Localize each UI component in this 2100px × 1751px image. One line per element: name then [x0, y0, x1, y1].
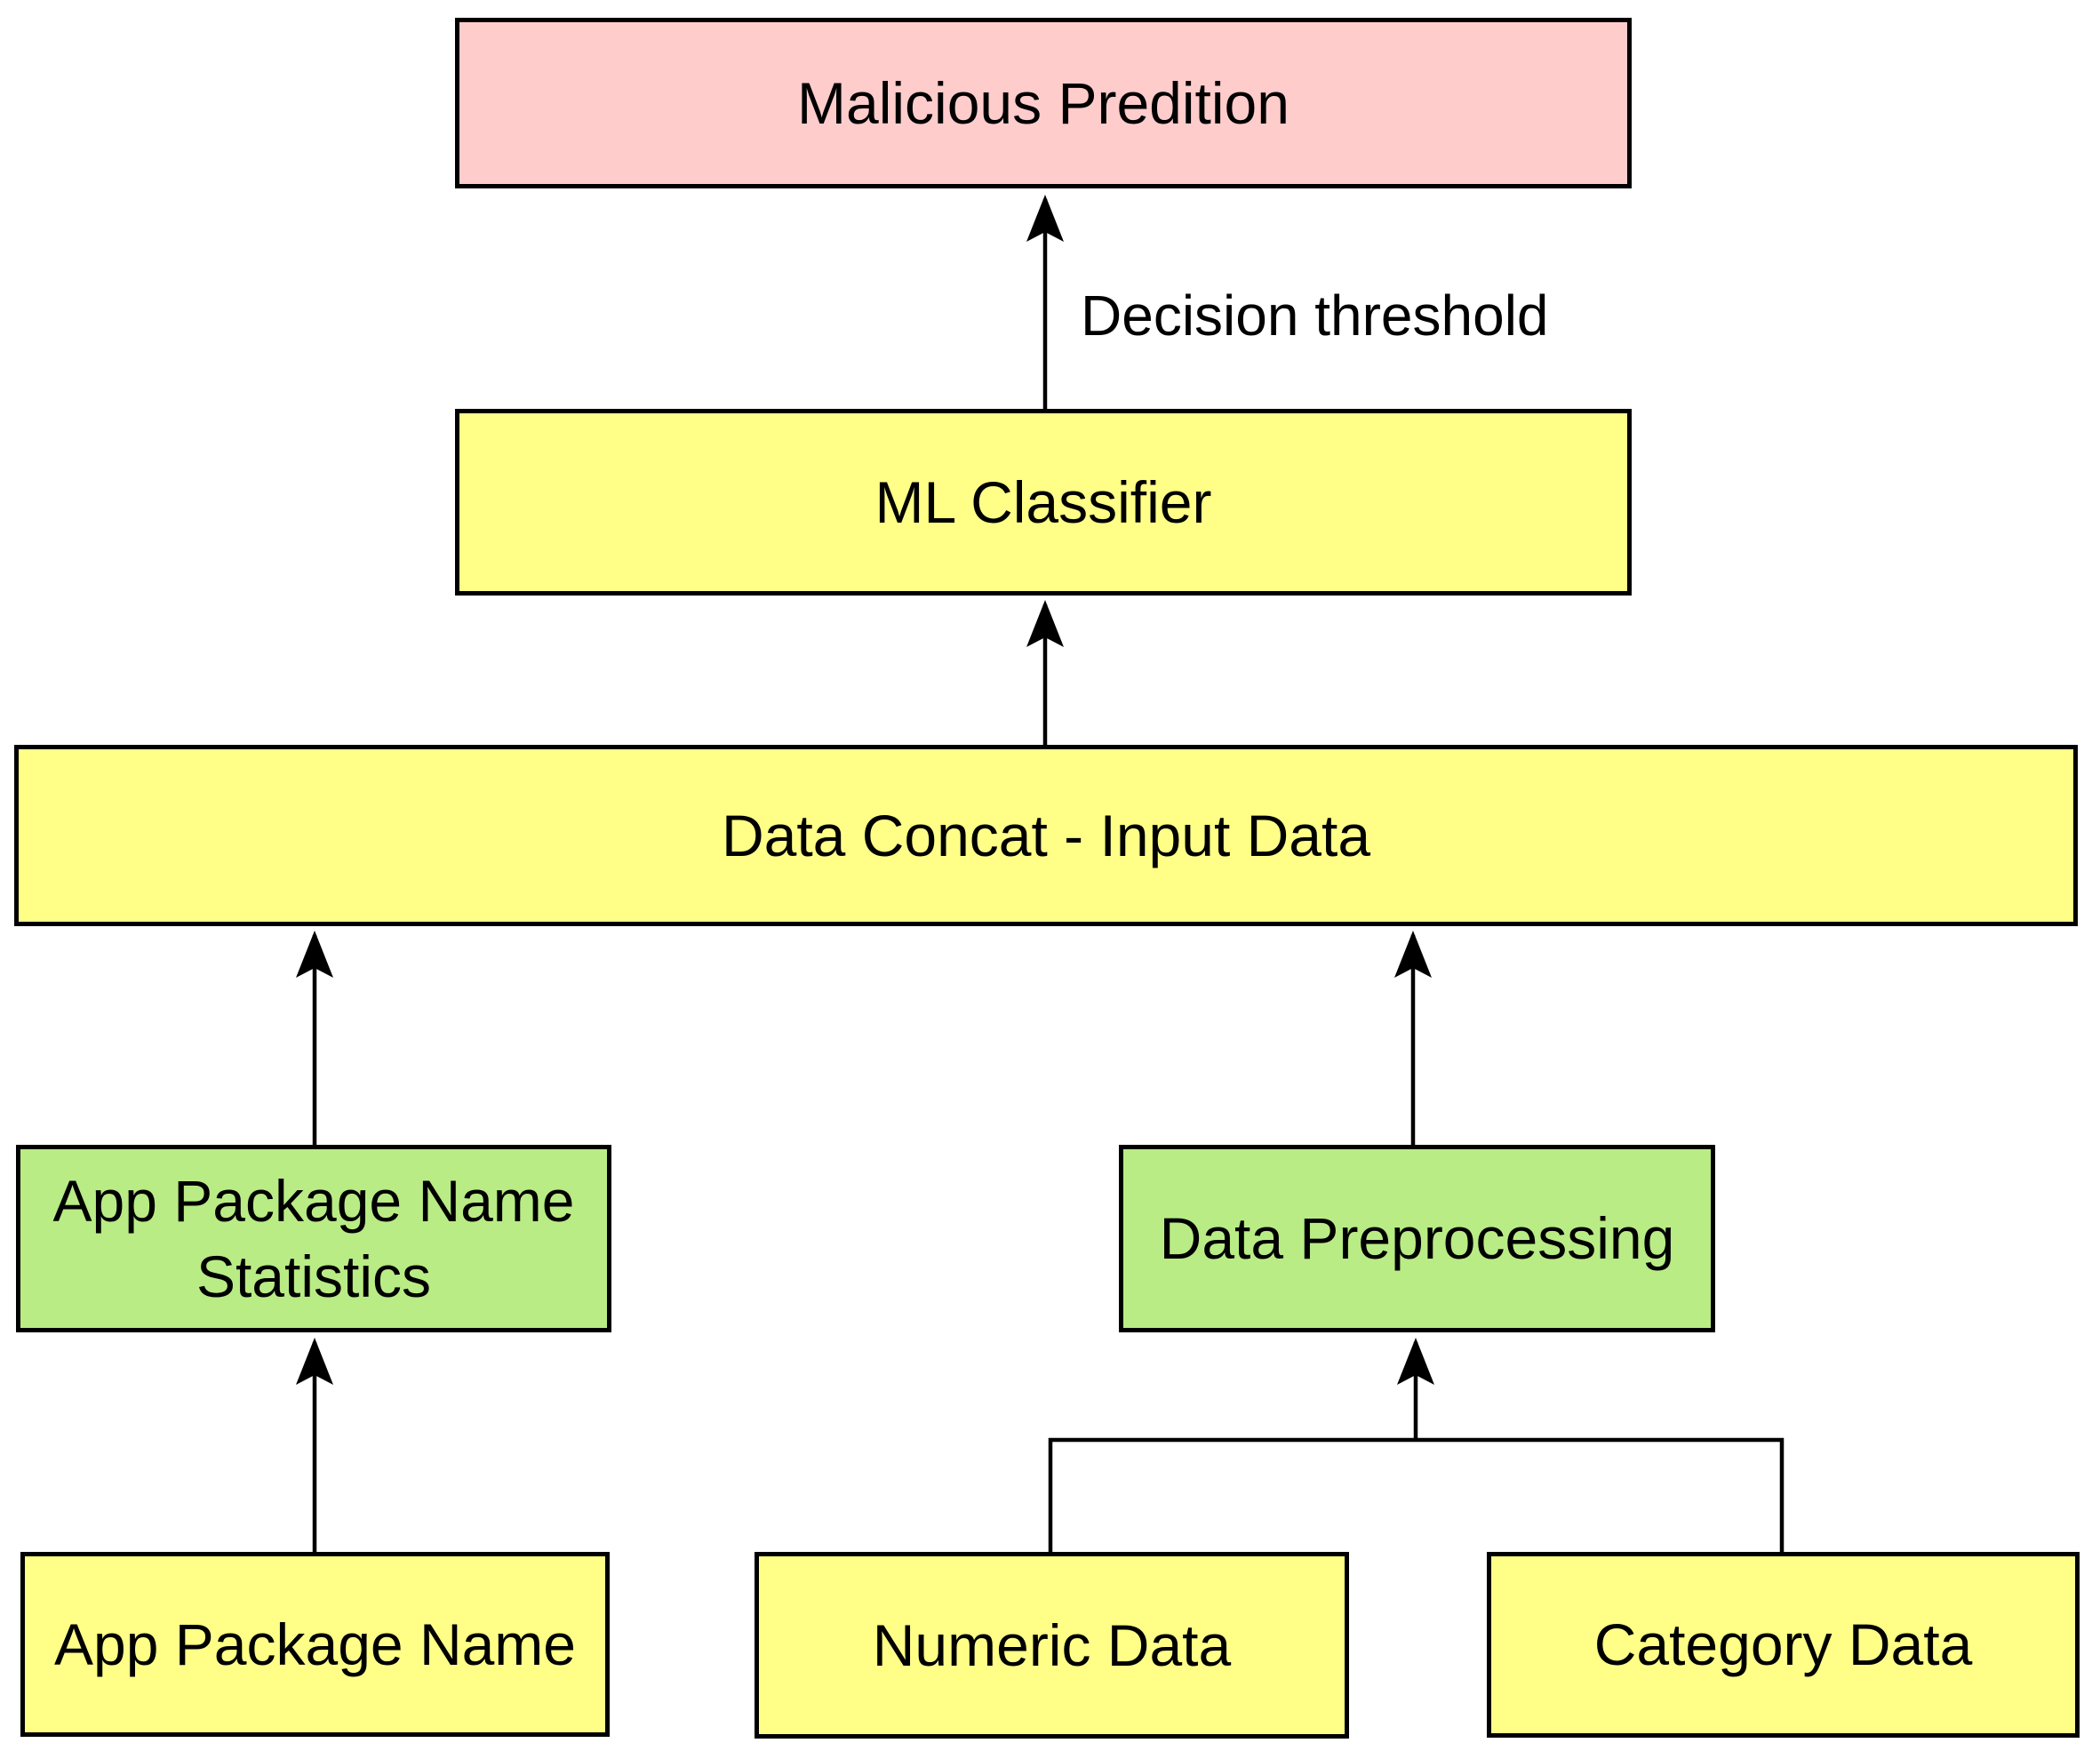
node-ml-classifier: ML Classifier	[455, 409, 1632, 596]
node-app-package-name-statistics-label: App Package Name Statistics	[52, 1168, 575, 1309]
node-category-data-label: Category Data	[1593, 1611, 1973, 1678]
edge-numeric-category-elbow	[1048, 1437, 1785, 1554]
node-data-preprocessing: Data Preprocessing	[1119, 1145, 1715, 1332]
node-data-preprocessing-label: Data Preprocessing	[1159, 1205, 1675, 1272]
node-numeric-data-label: Numeric Data	[872, 1611, 1232, 1678]
node-app-package-name: App Package Name	[20, 1552, 610, 1737]
node-category-data: Category Data	[1487, 1552, 2080, 1738]
node-malicious-prediction: Malicious Predition	[455, 18, 1632, 188]
node-data-concat-label: Data Concat - Input Data	[721, 802, 1371, 868]
node-data-concat: Data Concat - Input Data	[14, 745, 2078, 926]
node-app-package-name-statistics: App Package Name Statistics	[16, 1145, 611, 1332]
node-app-package-name-label: App Package Name	[53, 1611, 576, 1677]
node-malicious-prediction-label: Malicious Predition	[797, 69, 1290, 136]
node-ml-classifier-label: ML Classifier	[874, 468, 1212, 535]
node-numeric-data: Numeric Data	[755, 1552, 1349, 1739]
decision-threshold-label: Decision threshold	[1081, 284, 1549, 348]
